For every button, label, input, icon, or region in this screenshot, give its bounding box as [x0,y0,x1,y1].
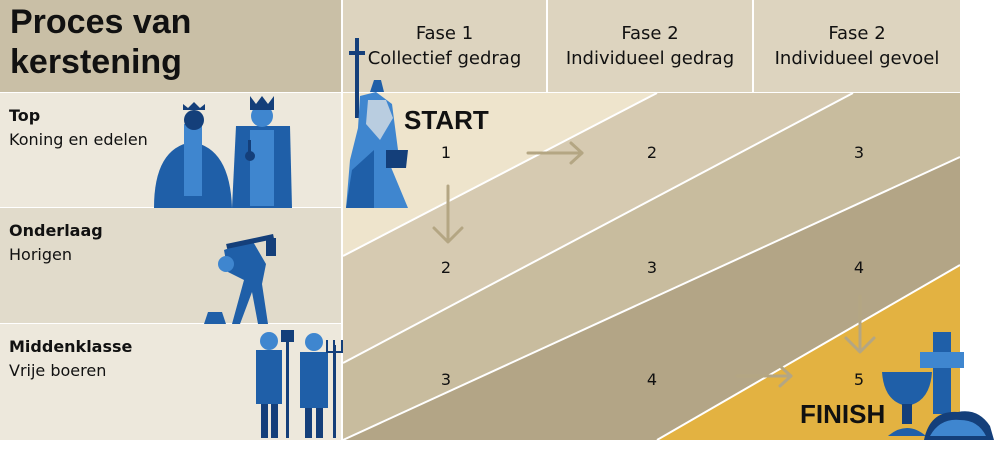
row-top: Top Koning en edelen [0,93,341,207]
arrow-down-icon [844,294,876,354]
cell-number: 3 [854,143,864,162]
title-line-1: Proces van [10,3,192,41]
band-4 [343,157,960,440]
start-label: START [404,105,489,135]
arrow-right-icon [735,364,793,388]
cell-number: 4 [854,258,864,277]
cell-number: 1 [441,143,451,162]
finish-label: FINISH [800,399,885,429]
title-line-2: kerstening [10,43,182,81]
cell-number: 5 [854,370,864,389]
cell-number: 2 [647,143,657,162]
row-middenklasse: Middenklasse Vrije boeren [0,324,341,440]
row-label: Onderlaag Horigen [9,219,103,267]
cell-number: 2 [441,258,451,277]
column-label: Individueel gevoel [774,48,940,69]
band-1 [343,93,657,256]
row-title: Middenklasse [9,337,133,356]
column-phase: Fase 2 [828,23,886,44]
row-label: Middenklasse Vrije boeren [9,335,132,383]
column-label: Individueel gedrag [565,48,735,69]
row-subtitle: Horigen [9,245,72,264]
arrow-down-icon [432,184,464,244]
row-label: Top Koning en edelen [9,104,148,152]
row-title: Top [9,106,41,125]
title-cell: Proces van kerstening [0,0,341,92]
cross-icon [920,332,994,440]
chalice-icon [882,372,932,436]
band-2 [343,93,853,363]
column-label: Collectief gedrag [367,48,522,69]
row-subtitle: Koning en edelen [9,130,148,149]
band-finish [657,265,960,440]
cell-number: 3 [441,370,451,389]
cell-number: 3 [647,258,657,277]
row-subtitle: Vrije boeren [9,361,107,380]
column-header-3: Fase 2 Individueel gevoel [754,0,960,92]
band-3 [343,93,960,440]
cell-number: 4 [647,370,657,389]
arrow-right-icon [526,141,584,165]
column-phase: Fase 1 [415,23,474,44]
column-phase: Fase 2 [621,23,679,44]
column-header-2: Fase 2 Individueel gedrag [548,0,752,92]
row-onderlaag: Onderlaag Horigen [0,208,341,323]
diagram-title: Proces van kerstening [10,2,191,82]
column-header-1: Fase 1 Collectief gedrag [343,0,546,92]
row-title: Onderlaag [9,221,103,240]
band-separators [342,92,961,441]
